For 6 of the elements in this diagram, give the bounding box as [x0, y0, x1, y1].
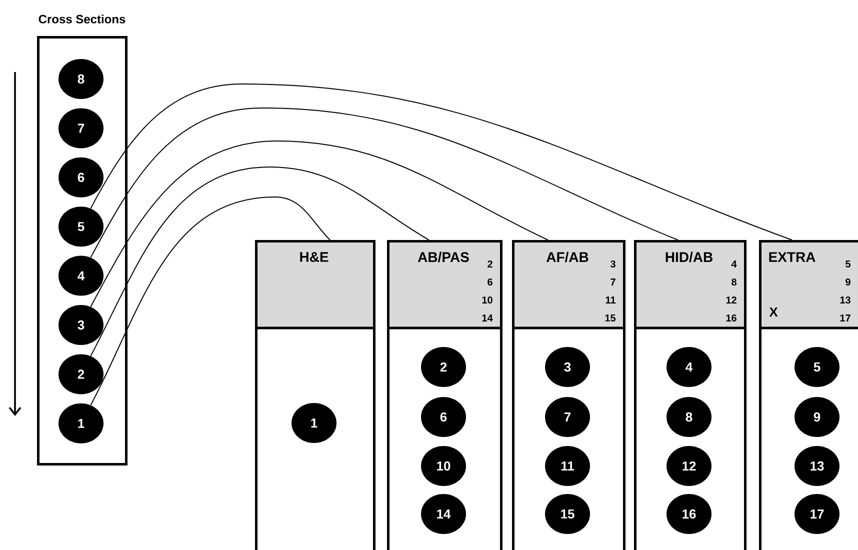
node-label: Cross Sections: [38, 14, 126, 24]
connector-curve: [90, 140, 548, 308]
connector-curve: [90, 166, 430, 356]
connector-curve: [90, 108, 678, 258]
connector-curve: [90, 84, 792, 240]
connector-curve: [90, 196, 330, 406]
